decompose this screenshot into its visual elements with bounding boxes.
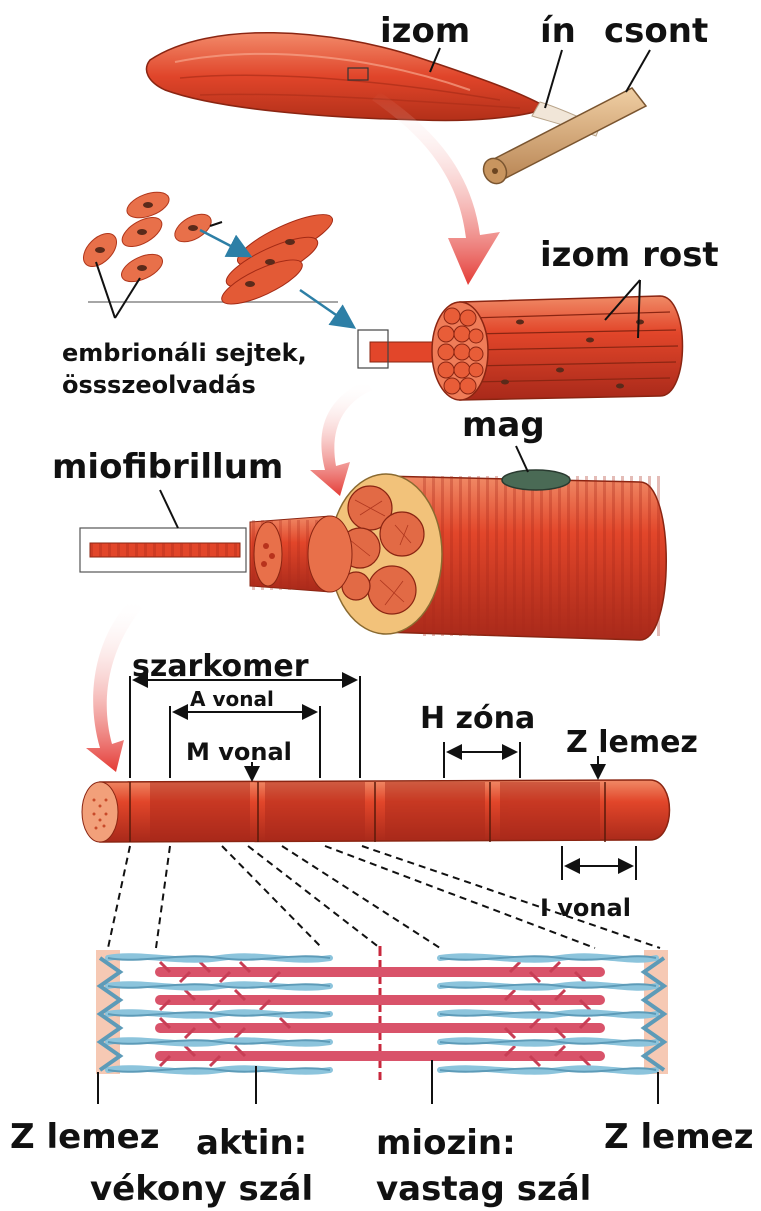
- label-thin-filament: vékony szál: [90, 1169, 313, 1209]
- i-band-bracket: [562, 846, 636, 880]
- label-a-band: A vonal: [190, 687, 274, 711]
- label-tendon: ín: [540, 11, 576, 51]
- label-z-disc-right: Z lemez: [604, 1117, 753, 1157]
- label-fusion: össszeolvadás: [62, 371, 256, 399]
- label-i-band: I vonal: [540, 894, 631, 922]
- label-muscle-fiber: izom rost: [540, 235, 719, 275]
- label-z-disc-left: Z lemez: [10, 1117, 159, 1157]
- muscle-fiber-bundle-icon: [358, 296, 683, 400]
- sarcomere-filaments-icon: [96, 946, 668, 1080]
- bone-leader-line: [626, 50, 650, 92]
- label-thick-filament: vastag szál: [376, 1169, 591, 1209]
- label-actin: aktin:: [196, 1123, 307, 1163]
- label-h-zone: H zóna: [420, 701, 535, 736]
- label-m-line: M vonal: [186, 738, 292, 766]
- label-myofibril: miofibrillum: [52, 447, 283, 487]
- myofibril-icon: [82, 780, 670, 842]
- fiber-cross-section-icon: [80, 470, 666, 640]
- label-myosin: miozin:: [376, 1123, 516, 1163]
- label-nucleus: mag: [462, 405, 545, 445]
- zoom-arrow-3-icon: [86, 598, 142, 772]
- label-embryonic-cells: embrionáli sejtek,: [62, 339, 307, 367]
- tendon-leader-line: [545, 50, 562, 108]
- label-bone: csont: [604, 11, 708, 51]
- label-z-disc-top: Z lemez: [566, 725, 698, 760]
- label-muscle: izom: [380, 11, 470, 51]
- h-zone-bracket: [444, 742, 520, 778]
- myofibril-leader-line: [160, 490, 178, 528]
- nucleus-leader-line: [516, 446, 528, 472]
- label-sarcomere: szarkomer: [132, 649, 309, 684]
- embryonic-cells-icon: [77, 187, 352, 326]
- muscle-icon: [146, 33, 548, 121]
- zoom-arrow-2-icon: [310, 380, 372, 496]
